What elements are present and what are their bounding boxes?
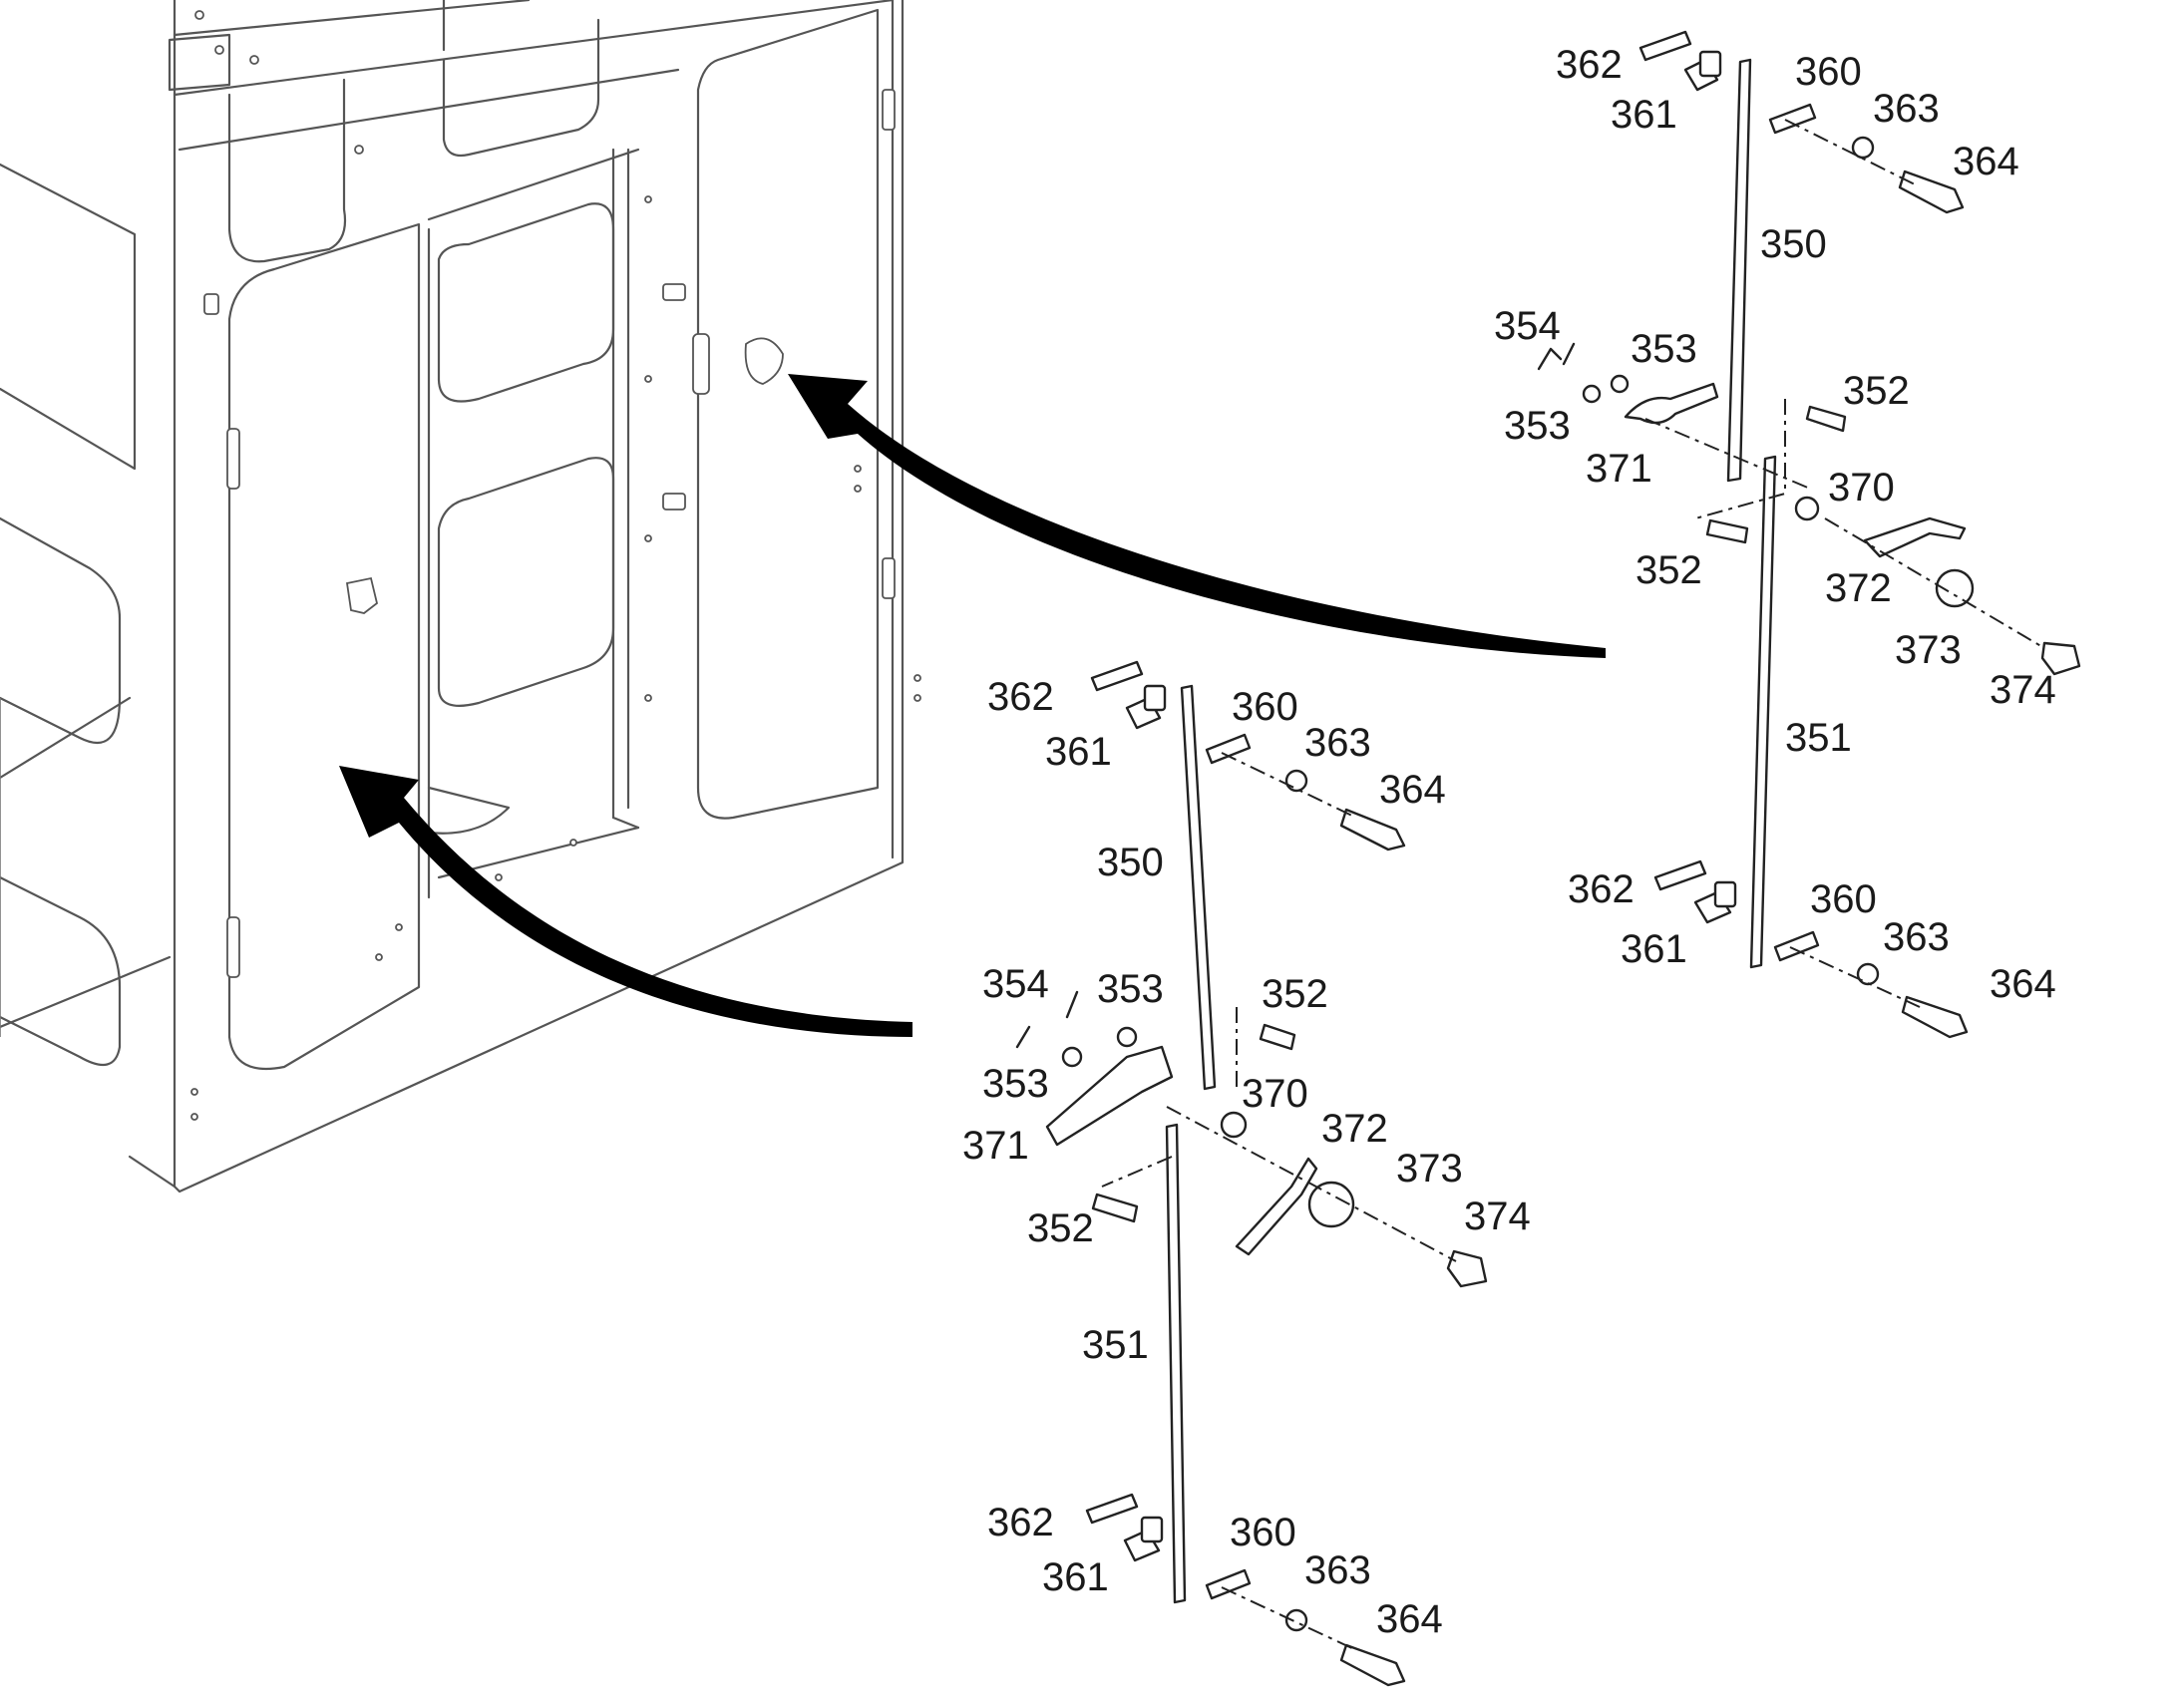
callout-363: 363 xyxy=(1883,915,1950,959)
spring-370-upper-right xyxy=(1794,496,1820,521)
callout-360: 360 xyxy=(1810,877,1877,921)
callout-350: 350 xyxy=(1760,222,1827,266)
bolt-364-upper-right-top xyxy=(1898,170,1965,214)
callout-362: 362 xyxy=(1556,43,1623,87)
callout-352: 352 xyxy=(1635,548,1702,592)
callout-363: 363 xyxy=(1873,87,1940,131)
arrow-to-right-door xyxy=(788,374,1606,658)
upper-right-latch-assembly xyxy=(1537,30,2081,1039)
upper-right-callouts: 362 361 360 363 364 350 354 353 352 353 … xyxy=(1494,43,2056,1006)
washer-353-upper-right-b xyxy=(1610,374,1630,394)
callout-360: 360 xyxy=(1232,685,1298,729)
rod-351-lower-center xyxy=(1165,1123,1187,1604)
disc-373-lower-center xyxy=(1307,1181,1355,1228)
washer-353-lower-center-a xyxy=(1116,1026,1138,1048)
callout-363: 363 xyxy=(1304,1548,1371,1592)
callout-371: 371 xyxy=(962,1124,1029,1168)
callout-372: 372 xyxy=(1321,1107,1388,1151)
disc-373-upper-right xyxy=(1935,568,1975,608)
callout-354: 354 xyxy=(1494,304,1561,348)
callout-374: 374 xyxy=(1990,668,2056,712)
washer-363-lower-center-bottom xyxy=(1284,1608,1308,1632)
washer-353-upper-right-a xyxy=(1582,384,1602,404)
callout-364: 364 xyxy=(1990,962,2056,1006)
callout-361: 361 xyxy=(1611,93,1677,137)
pin-352-upper-right-b xyxy=(1705,518,1749,544)
callout-354: 354 xyxy=(982,962,1049,1006)
washer-363-upper-right-bottom xyxy=(1856,962,1880,986)
arrow-to-left-door xyxy=(339,766,912,1037)
handle-371-lower-center xyxy=(1045,1045,1174,1147)
callout-361: 361 xyxy=(1045,730,1112,774)
callout-362: 362 xyxy=(987,675,1054,719)
callout-361: 361 xyxy=(1042,1555,1109,1599)
callout-372: 372 xyxy=(1825,566,1892,610)
callout-353: 353 xyxy=(1504,404,1571,448)
callout-362: 362 xyxy=(987,1501,1054,1544)
lever-372-upper-right xyxy=(1863,516,1967,558)
spring-370-lower-center xyxy=(1220,1111,1248,1139)
callout-352: 352 xyxy=(1262,972,1328,1016)
callout-364: 364 xyxy=(1953,140,2019,183)
callout-371: 371 xyxy=(1586,447,1652,491)
callout-352: 352 xyxy=(1027,1206,1094,1250)
callout-370: 370 xyxy=(1828,466,1895,510)
bolt-364-lower-center-bottom xyxy=(1339,1643,1406,1687)
cabinet-frame xyxy=(0,0,921,1194)
pin-354-lower-center xyxy=(1015,990,1079,1049)
screw-holes xyxy=(190,10,921,1121)
callout-352: 352 xyxy=(1843,369,1910,413)
callout-370: 370 xyxy=(1242,1072,1308,1116)
washer-363-lower-center-top xyxy=(1284,769,1308,793)
lower-center-latch-assembly xyxy=(1015,660,1488,1687)
plate-360-lower-center-top xyxy=(1205,733,1252,765)
callout-353: 353 xyxy=(1631,327,1697,371)
washer-353-lower-center-b xyxy=(1061,1046,1083,1068)
plate-362-lower-center-top xyxy=(1090,660,1144,692)
plate-362-upper-right-bottom xyxy=(1653,859,1707,891)
pin-352-lower-center-b xyxy=(1091,1193,1139,1223)
pin-352-lower-center-a xyxy=(1259,1023,1296,1051)
callout-363: 363 xyxy=(1304,721,1371,765)
bolt-374-upper-right xyxy=(2040,641,2081,676)
rod-350-upper-right xyxy=(1726,58,1752,483)
callout-373: 373 xyxy=(1895,628,1962,672)
callout-360: 360 xyxy=(1795,50,1862,94)
plate-360-upper-right-top xyxy=(1768,103,1817,135)
callout-350: 350 xyxy=(1097,841,1164,884)
lever-372-lower-center xyxy=(1235,1157,1318,1256)
pin-352-upper-right-a xyxy=(1805,405,1847,433)
bolt-364-lower-center-top xyxy=(1339,808,1406,852)
callout-373: 373 xyxy=(1396,1147,1463,1191)
rod-350-lower-center xyxy=(1180,684,1217,1091)
callout-351: 351 xyxy=(1785,716,1852,760)
plate-360-upper-right-bottom xyxy=(1773,930,1820,962)
plate-362-upper-right-top xyxy=(1638,30,1692,62)
bolt-374-lower-center xyxy=(1446,1249,1488,1288)
callout-362: 362 xyxy=(1568,867,1635,911)
callout-353: 353 xyxy=(982,1062,1049,1106)
callout-374: 374 xyxy=(1464,1195,1531,1238)
rod-351-upper-right xyxy=(1749,455,1777,969)
callout-351: 351 xyxy=(1082,1323,1149,1367)
handle-371-upper-right xyxy=(1624,382,1719,425)
lower-center-callouts: 362 360 361 363 364 350 354 353 352 353 … xyxy=(962,675,1531,1641)
callout-364: 364 xyxy=(1379,768,1446,812)
plate-360-lower-center-bottom xyxy=(1205,1568,1252,1600)
callout-360: 360 xyxy=(1230,1511,1296,1554)
callout-353: 353 xyxy=(1097,967,1164,1011)
callout-361: 361 xyxy=(1621,927,1687,971)
plate-362-lower-center-bottom xyxy=(1085,1493,1139,1525)
callout-364: 364 xyxy=(1376,1597,1443,1641)
pin-354-upper-right xyxy=(1537,342,1576,371)
